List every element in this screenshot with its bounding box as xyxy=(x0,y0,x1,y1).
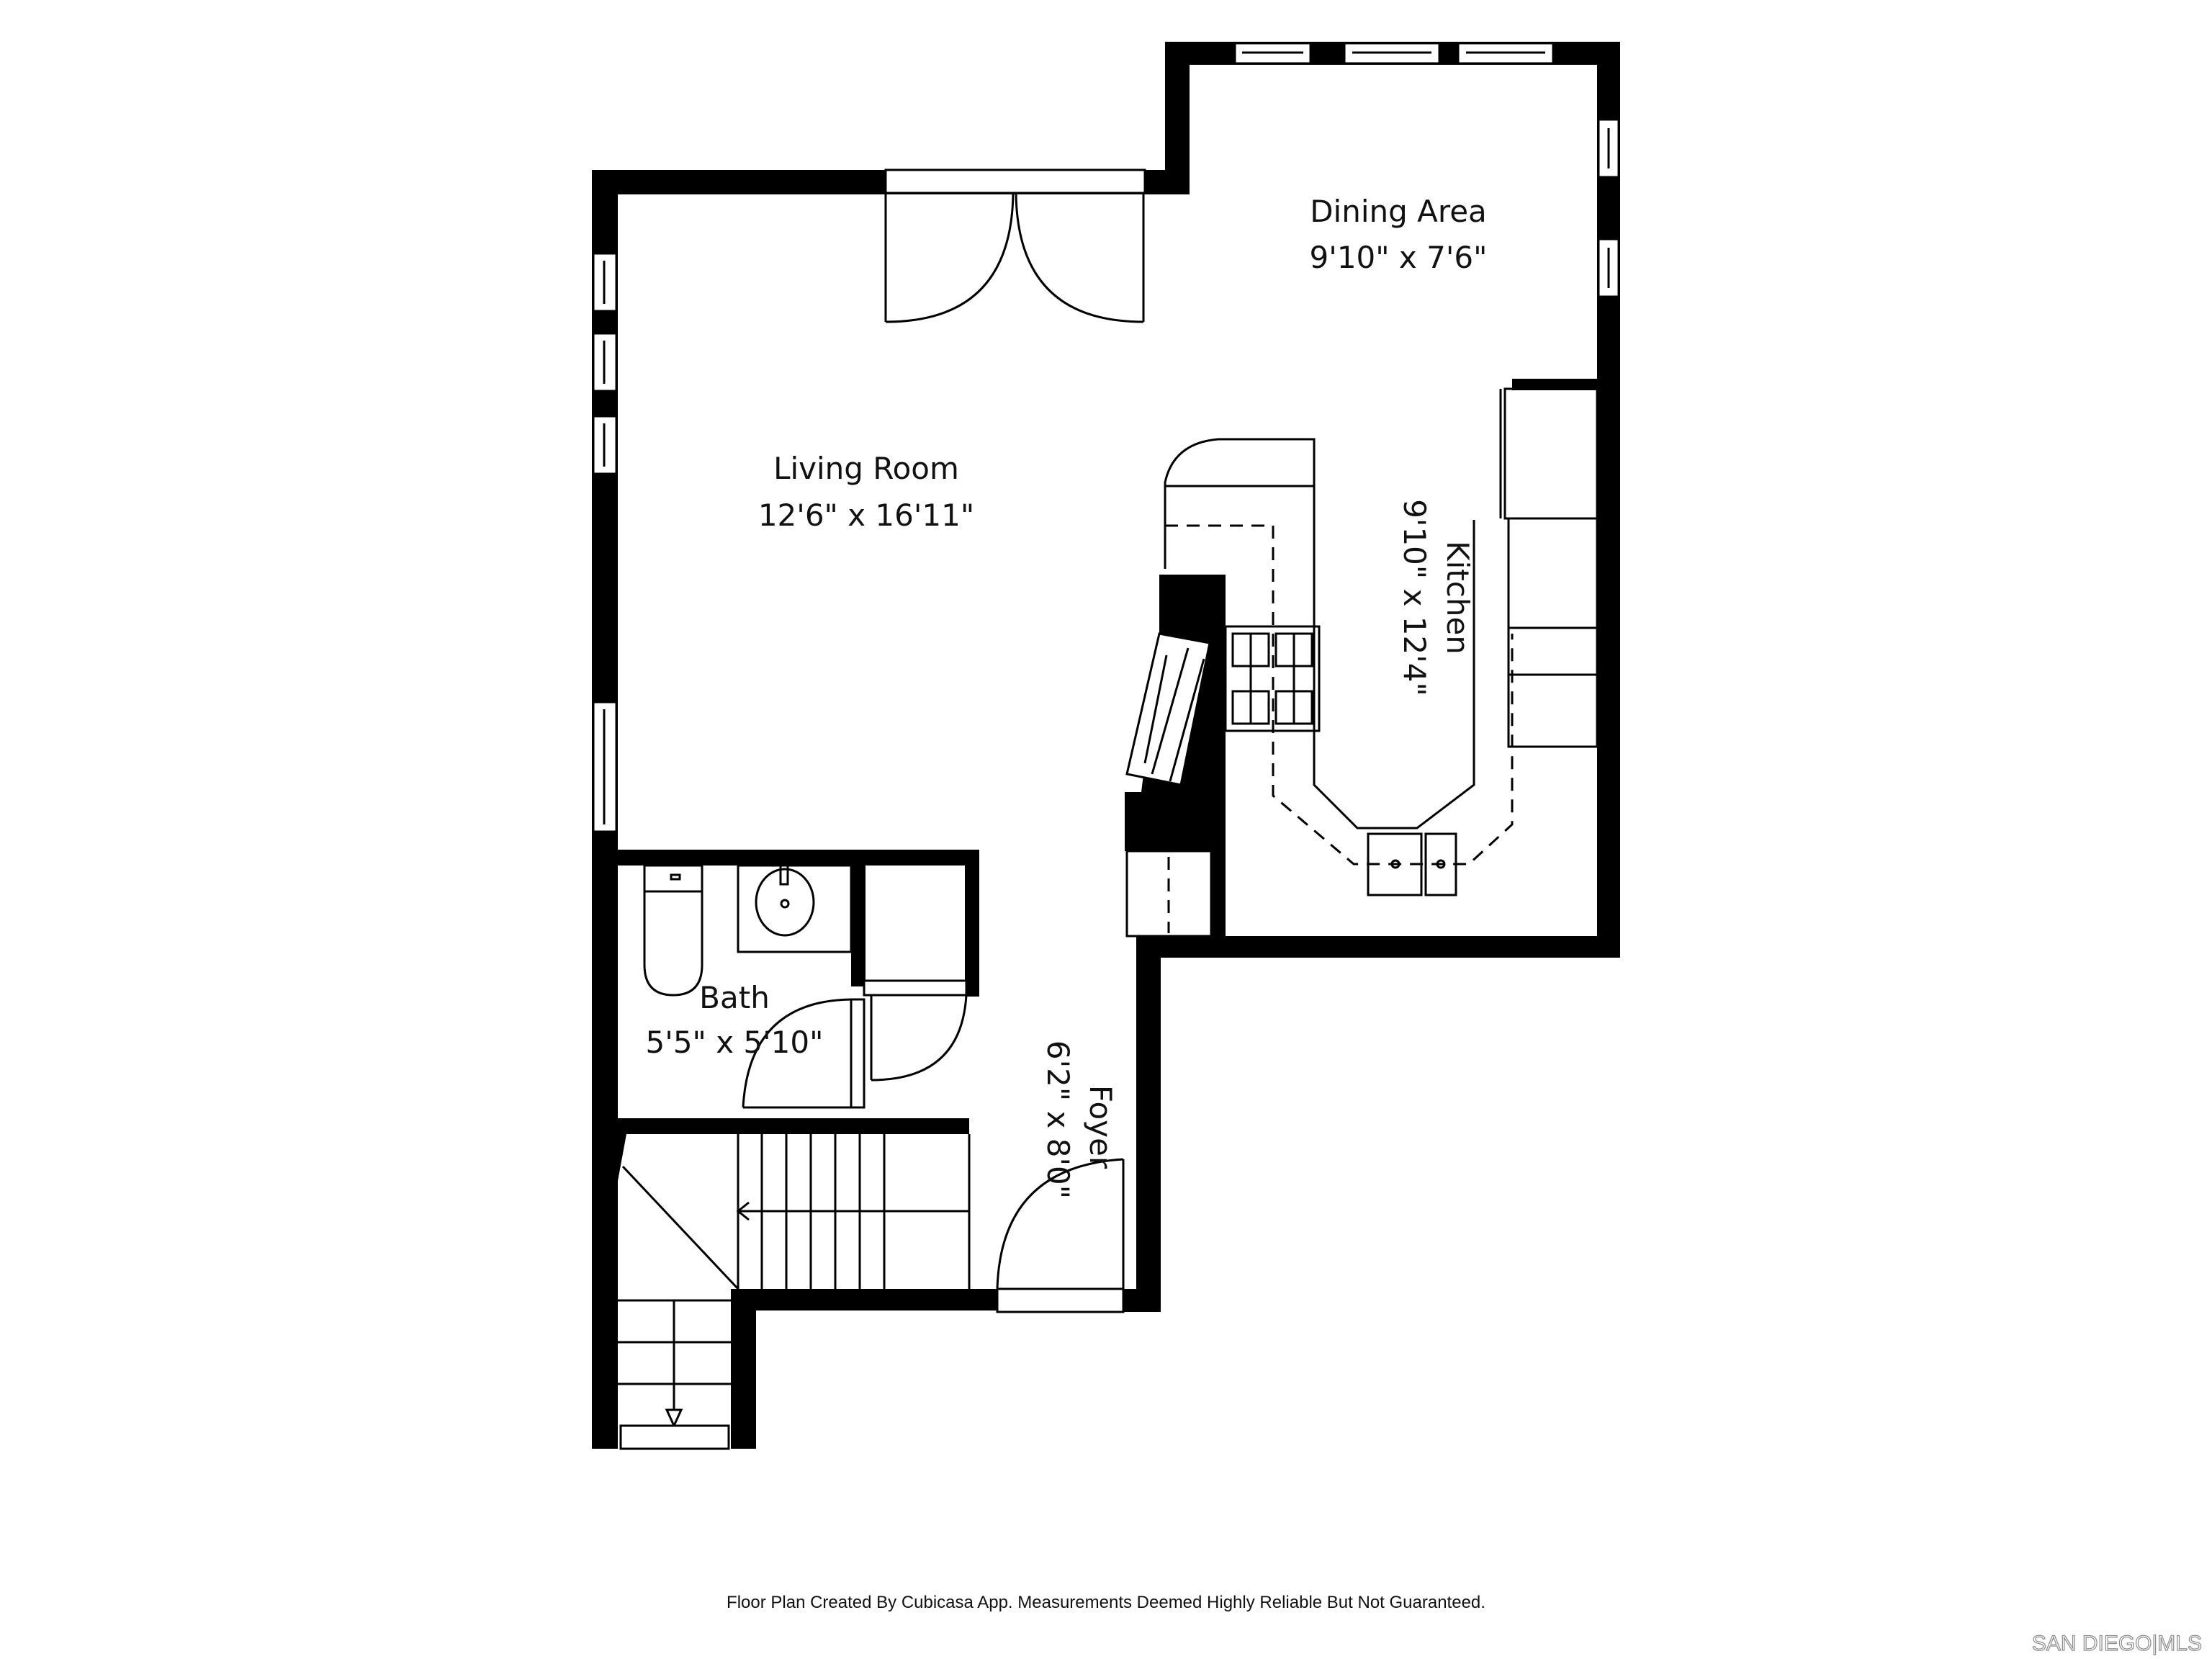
stairs xyxy=(618,1134,971,1450)
windows xyxy=(592,42,1620,833)
kitchen-fixtures xyxy=(1125,387,1599,938)
room-labels: Dining Area 9'10" x 7'6" Living Room 12'… xyxy=(646,194,1488,1199)
room-name-living: Living Room xyxy=(773,451,959,486)
room-dims-dining: 9'10" x 7'6" xyxy=(1310,240,1488,275)
room-name-kitchen: Kitchen xyxy=(1440,541,1475,655)
room-name-bath: Bath xyxy=(699,980,770,1015)
room-name-foyer: Foyer xyxy=(1083,1085,1118,1169)
room-dims-living: 12'6" x 16'11" xyxy=(758,498,974,533)
room-dims-bath: 5'5" x 5'10" xyxy=(646,1025,824,1060)
disclaimer-text: Floor Plan Created By Cubicasa App. Meas… xyxy=(727,1593,1485,1612)
bath-fixtures xyxy=(643,864,853,997)
room-dims-foyer: 6'2" x 8'0" xyxy=(1040,1040,1076,1199)
room-name-dining: Dining Area xyxy=(1310,194,1487,229)
room-dims-kitchen: 9'10" x 12'4" xyxy=(1397,499,1432,696)
doors xyxy=(742,192,1145,1313)
mls-logo: SAN DIEGO|MLS xyxy=(2031,1631,2202,1655)
